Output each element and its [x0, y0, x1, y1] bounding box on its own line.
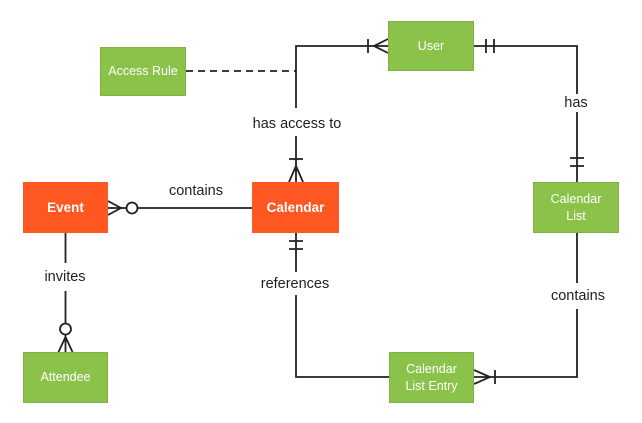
connector-event-invites-attendee: [57, 233, 74, 353]
connector-calendar-has-access-to-user: [288, 38, 389, 183]
connector-user-has-calendar-list: [474, 39, 584, 182]
double-tick-user-side: [485, 39, 495, 53]
entity-user: User: [388, 21, 474, 71]
relationship-label-references: references: [258, 276, 332, 292]
entity-calendar-label: Calendar: [266, 199, 325, 215]
relationship-label-contains-list-entry: contains: [548, 288, 608, 304]
relationship-label-contains-event-calendar: contains: [166, 183, 226, 199]
zero-cardinality-circle: [59, 322, 72, 336]
relationship-label-invites: invites: [42, 269, 88, 285]
entity-event-label: Event: [47, 199, 84, 215]
entity-calendar-list-label: Calendar List: [550, 192, 602, 223]
entity-calendar-list-entry: Calendar List Entry: [389, 352, 474, 403]
entity-calendar-list-entry-label: Calendar List Entry: [405, 362, 458, 393]
entity-calendar-list: Calendar List: [533, 182, 619, 233]
entity-event: Event: [23, 182, 108, 233]
entity-calendar: Calendar: [252, 182, 339, 233]
connector-event-contains-calendar: [107, 200, 252, 216]
double-tick-calendar-list-side: [570, 157, 584, 167]
crowfoot-entry-side: [473, 369, 493, 385]
entity-access-rule: Access Rule: [100, 47, 186, 96]
entity-access-rule-label: Access Rule: [108, 64, 178, 79]
zero-cardinality-circle: [125, 201, 139, 215]
double-tick-calendar-side: [289, 240, 303, 250]
crowfoot-attendee-side: [57, 334, 74, 353]
relationship-label-has: has: [562, 95, 590, 111]
connector-calendar-references-entry: [289, 233, 389, 378]
entity-attendee-label: Attendee: [40, 370, 91, 385]
entity-user-label: User: [417, 38, 445, 53]
crowfoot-calendar-side: [288, 163, 304, 183]
relationship-label-has-access-to: has access to: [250, 116, 344, 132]
connector-calendar-list-contains-entry: [473, 233, 578, 385]
crowfoot-user-side: [371, 38, 389, 54]
entity-attendee: Attendee: [23, 352, 108, 403]
